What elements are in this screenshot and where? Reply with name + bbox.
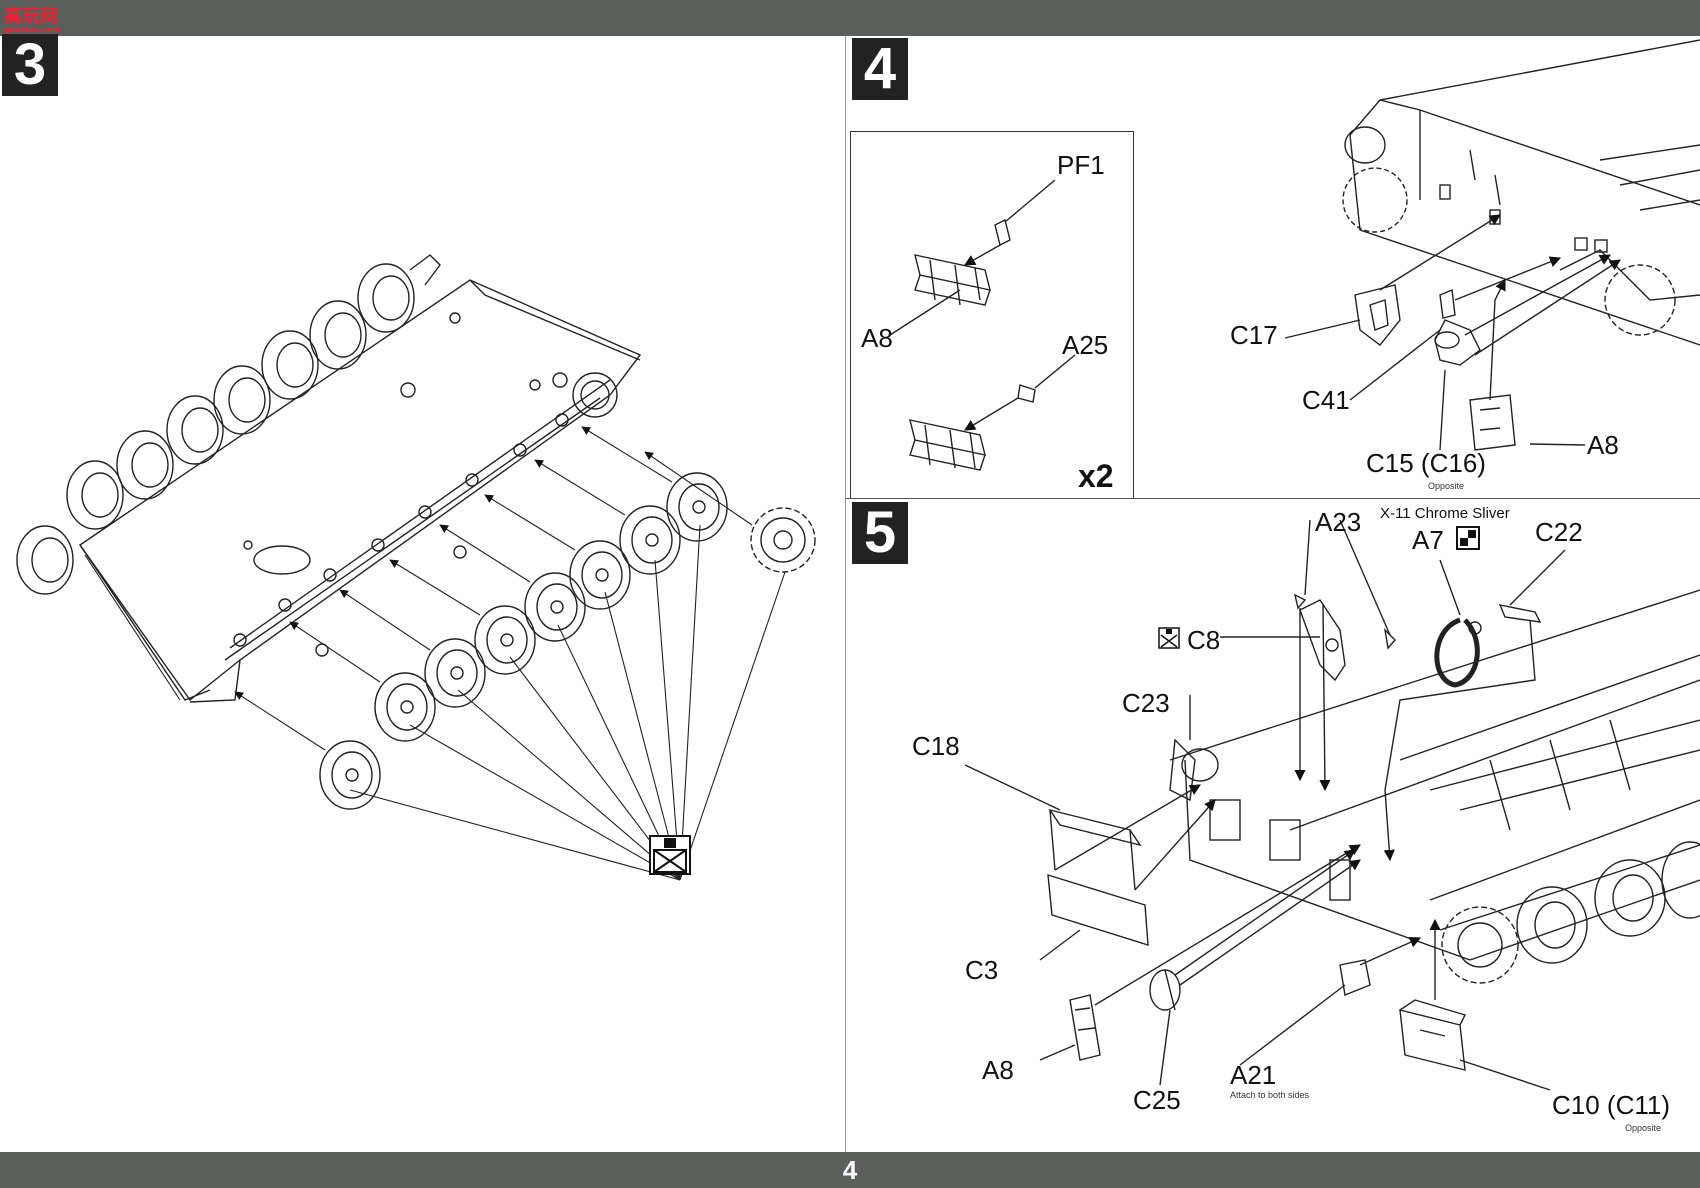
decal-icon: [1456, 526, 1480, 550]
top-bar: [0, 0, 1700, 36]
note-opposite-c16: Opposite: [1428, 481, 1465, 491]
label-c15-c16: C15 (C16): [1366, 448, 1486, 478]
label-c22: C22: [1535, 517, 1583, 547]
panel-divider-horizontal: [846, 498, 1700, 499]
panel-divider-vertical: [845, 36, 846, 1152]
quantity-multiplier: x2: [1078, 458, 1114, 494]
drive-sprocket: [750, 507, 816, 573]
step-4-detail-inset: [850, 131, 1134, 498]
step-4-number: 4: [852, 38, 908, 100]
suspension-arms: [224, 372, 618, 661]
label-a8-step4: A8: [1587, 430, 1619, 460]
loose-road-wheels: [319, 472, 728, 810]
label-c23: C23: [1122, 688, 1170, 718]
far-road-wheels: [16, 254, 441, 595]
label-c18: C18: [912, 731, 960, 761]
label-c8: C8: [1187, 625, 1221, 655]
label-a8-step5: A8: [982, 1055, 1014, 1085]
step-5-number: 5: [852, 502, 908, 564]
note-opposite-c11: Opposite: [1625, 1123, 1662, 1133]
page-number: 4: [842, 1155, 858, 1185]
step-3-number: 3: [2, 34, 58, 96]
label-a8-inset: A8: [861, 323, 893, 353]
label-c25: C25: [1133, 1085, 1181, 1115]
glue-icon: [1158, 627, 1180, 649]
label-a21: A21: [1230, 1060, 1277, 1090]
label-a23: A23: [1315, 507, 1362, 537]
label-a7: A7: [1412, 525, 1444, 555]
step4-parts: [1284, 214, 1621, 451]
step4-hull: [1342, 39, 1700, 346]
hull-underside: [79, 279, 642, 703]
label-c17: C17: [1230, 320, 1278, 350]
label-pf1: PF1: [1057, 150, 1105, 180]
inset-parts: [889, 179, 1076, 471]
label-c10-c11: C10 (C11): [1552, 1090, 1671, 1120]
label-c3: C3: [965, 955, 999, 985]
label-a25: A25: [1062, 330, 1109, 360]
label-c41: C41: [1302, 385, 1350, 415]
note-chrome-silver: X-11 Chrome Sliver: [1380, 505, 1510, 522]
bottom-bar: [0, 1152, 1700, 1188]
step5-parts: [964, 519, 1566, 1091]
glue-icon: [649, 835, 691, 875]
note-attach-both-sides: Attach to both sides: [1230, 1090, 1310, 1100]
